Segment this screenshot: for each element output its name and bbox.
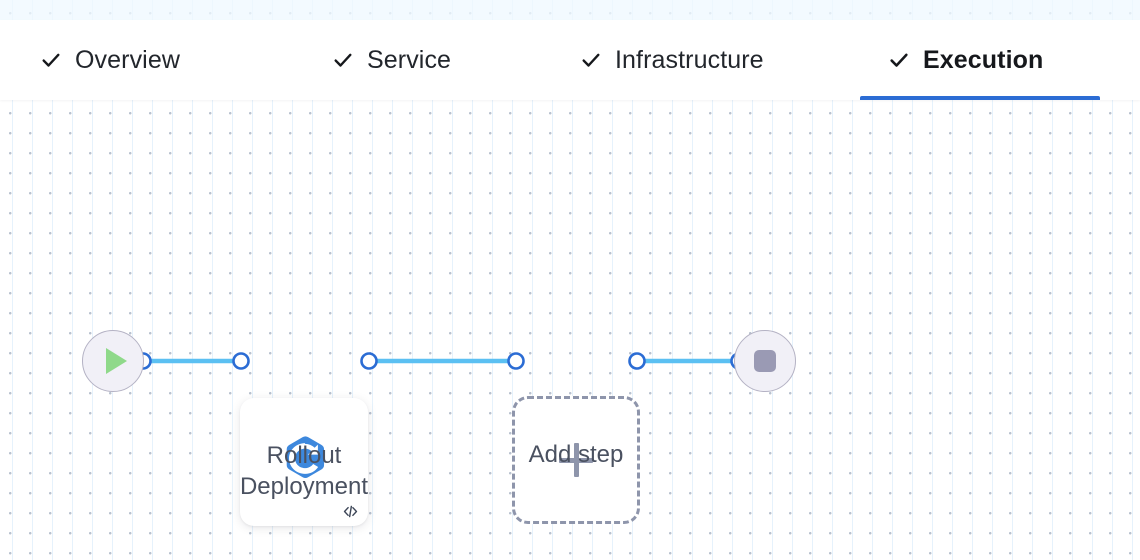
port-addstep-out (628, 352, 646, 370)
tab-service[interactable]: Service (300, 20, 510, 100)
code-icon[interactable] (342, 503, 359, 520)
pipeline-end-node[interactable] (734, 330, 796, 392)
check-icon (888, 49, 910, 71)
tab-label: Overview (75, 45, 180, 74)
tab-active-indicator (860, 96, 1100, 100)
play-icon (106, 348, 127, 374)
tab-infrastructure[interactable]: Infrastructure (552, 20, 822, 100)
pipeline-start-node[interactable] (82, 330, 144, 392)
add-step-label: Add step (528, 441, 624, 468)
check-icon (332, 49, 354, 71)
tab-label: Execution (923, 45, 1044, 74)
execution-pipeline-graph: Rollout Deployment Add step (0, 100, 1140, 560)
check-icon (580, 49, 602, 71)
tab-label: Service (367, 45, 452, 74)
check-icon (40, 49, 62, 71)
port-rollout-in (232, 352, 250, 370)
rollout-deployment-logo-icon (278, 433, 330, 485)
tab-execution[interactable]: Execution (860, 20, 1100, 100)
add-step-button[interactable] (512, 396, 640, 524)
port-rollout-out (360, 352, 378, 370)
step-label-rollout-deployment: Rollout Deployment (239, 442, 369, 500)
port-addstep-in (507, 352, 525, 370)
pipeline-stage-tabs: Overview Service Infrastructure (0, 20, 1140, 100)
tab-label: Infrastructure (615, 45, 764, 74)
plus-icon (559, 443, 593, 477)
tab-overview[interactable]: Overview (20, 20, 250, 100)
step-rollout-deployment[interactable] (240, 398, 368, 526)
stop-icon (754, 350, 776, 372)
